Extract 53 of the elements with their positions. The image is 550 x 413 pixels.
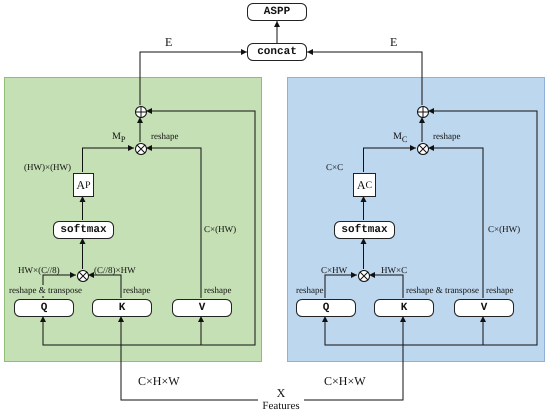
arrow (360, 196, 366, 220)
process-box: V (454, 299, 514, 317)
edge-label: HW×C (381, 265, 408, 276)
edge-label: HW×(C//8) (18, 265, 60, 276)
process-box: K (374, 299, 434, 317)
edge-label: C×H×W (138, 376, 180, 387)
arrow (82, 145, 134, 172)
operation-label: reshape (486, 285, 514, 296)
arrow (80, 238, 86, 270)
input-label: X (276, 387, 286, 400)
arrow (363, 145, 416, 172)
arrow (146, 145, 202, 298)
process-box: V (172, 299, 232, 317)
edge-label: reshape (151, 131, 178, 142)
process-box: Q (296, 299, 356, 317)
arrow (324, 272, 358, 298)
edge-label: (HW)×(HW) (24, 162, 72, 173)
operation-label: reshape (123, 285, 150, 296)
process-box: K (92, 299, 152, 317)
arrow (42, 272, 76, 298)
edge-label: E (165, 37, 172, 48)
arrow (274, 20, 280, 44)
edge-label: C×(HW) (488, 224, 520, 235)
edge-label: E (390, 37, 398, 48)
process-box: Q (14, 299, 74, 317)
edge-label: C×(HW) (204, 224, 236, 235)
edge-label: C×C (326, 162, 344, 173)
process-box: concat (247, 43, 307, 61)
module-panel (4, 77, 262, 362)
arrow (306, 49, 422, 106)
operation-label: reshape & transpose (8, 285, 83, 296)
edge-label: C×H×W (324, 376, 366, 387)
arrow (428, 145, 484, 298)
edge-label: C×HW (321, 265, 348, 276)
arrow (80, 196, 86, 220)
arrow (419, 116, 425, 142)
arrow (360, 238, 366, 270)
arrow (137, 116, 143, 142)
operation-label: reshape & transpose (406, 285, 479, 296)
process-box: ASPP (247, 3, 307, 21)
operation-label: M$_{P}$ (112, 131, 126, 145)
arrow (140, 49, 248, 106)
module-panel (287, 77, 545, 362)
input-caption: Features (261, 400, 301, 413)
edge-label: reshape (433, 131, 460, 142)
process-box: softmax (53, 221, 114, 239)
operation-label: reshape (204, 285, 232, 296)
arrow (88, 272, 122, 298)
arrow (368, 272, 404, 298)
process-box: softmax (334, 221, 395, 239)
edge-label: (C//8)×HW (94, 265, 136, 276)
operation-label: M$_{C}$ (393, 131, 408, 145)
operation-label: reshape (296, 285, 324, 296)
